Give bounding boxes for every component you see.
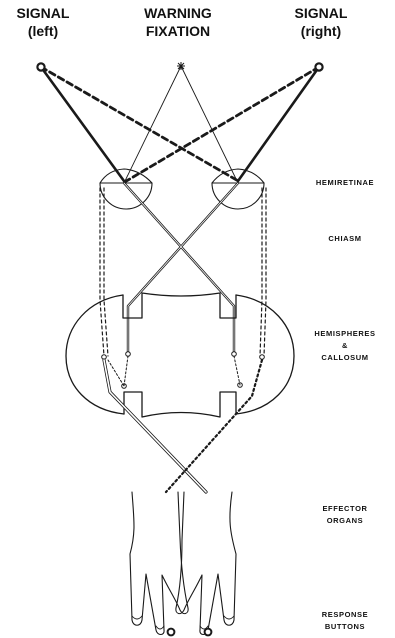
ipsilateral-pathways	[100, 188, 266, 356]
motor-path-left-hemisphere-inner	[104, 360, 206, 492]
solid-signal-lines	[41, 67, 319, 181]
pathway-right-eye-to-left-hemisphere	[128, 183, 238, 352]
signal-right-point	[315, 63, 322, 70]
ipsi-left-inner	[104, 188, 108, 356]
motor-path-left-hemisphere	[104, 360, 206, 492]
motor-path-right-hemisphere	[166, 360, 262, 492]
brain-outline	[66, 293, 294, 417]
left-signal-to-right-eye	[41, 67, 240, 182]
right-hemisphere-outline	[236, 295, 294, 414]
finger-nails	[132, 616, 234, 629]
left-signal-to-left-eye	[41, 67, 124, 181]
crossed-pathways-inner	[124, 183, 238, 352]
left-eye	[100, 169, 152, 209]
response-button-left	[168, 629, 175, 636]
ipsi-right-outer	[260, 188, 262, 356]
fixation-star	[177, 62, 185, 70]
callosum-top	[123, 293, 236, 318]
pathway-left-eye-to-right-hemisphere	[124, 183, 234, 352]
response-buttons	[168, 629, 212, 636]
callosum-bottom	[124, 392, 236, 417]
right-signal-to-right-eye	[238, 67, 319, 181]
signal-left-point	[37, 63, 44, 70]
ipsi-right-inner	[264, 188, 266, 356]
response-button-right	[205, 629, 212, 636]
callosal-connection	[108, 356, 240, 386]
left-signal-dashed-lines	[41, 67, 240, 182]
crossed-pathways	[124, 183, 238, 352]
node-right-b	[260, 355, 265, 360]
